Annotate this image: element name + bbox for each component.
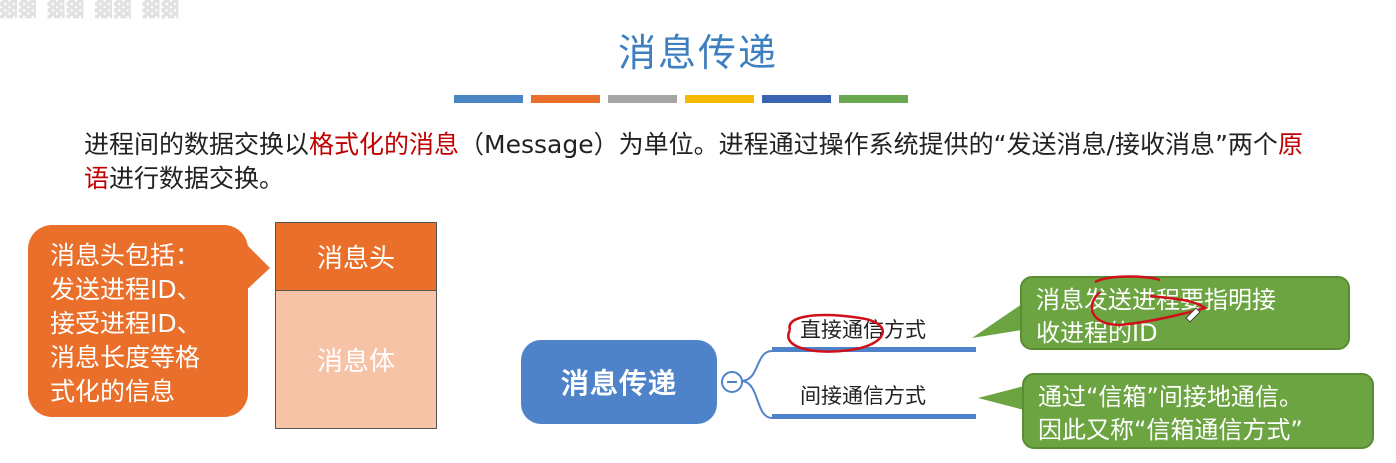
header-callout-line: 消息长度等格: [50, 343, 201, 372]
watermark: ▓▓ ▓▓ ▓▓ ▓▓: [0, 0, 181, 19]
branch-indirect-communication[interactable]: 间接通信方式: [800, 384, 926, 408]
header-info-callout: 消息头包括： 发送进程ID、 接受进程ID、 消息长度等格 式化的信息: [28, 225, 248, 417]
direct-callout-line: 消息发送进程要指明接: [1036, 286, 1276, 314]
slide-title: 消息传递: [617, 31, 778, 75]
branch-direct-underline: [772, 347, 976, 352]
para-highlight-formatted-message: 格式化的消息: [309, 130, 460, 159]
direct-communication-callout: 消息发送进程要指明接 收进程的ID: [1020, 276, 1350, 350]
accent-bar-yellow: [685, 95, 754, 103]
para-text-1: 进程间的数据交换以: [84, 130, 310, 159]
message-body-block: 消息体: [276, 291, 436, 428]
direct-callout-pointer: [972, 304, 1022, 338]
accent-bar-blue: [454, 95, 523, 103]
indirect-callout-line: 因此又称“信箱通信方式”: [1038, 416, 1303, 444]
header-callout-line: 接受进程ID、: [50, 309, 202, 338]
message-header-block: 消息头: [276, 223, 436, 291]
accent-bar-green: [839, 95, 908, 103]
para-text-3: 进行数据交换。: [109, 164, 285, 193]
indirect-callout-line: 通过“信箱”间接地通信。: [1038, 383, 1303, 411]
branch-indirect-underline: [772, 414, 976, 419]
accent-bar-darkblue: [762, 95, 831, 103]
indirect-callout-pointer: [978, 386, 1024, 410]
mindmap-central-topic[interactable]: 消息传递: [521, 340, 717, 424]
indirect-communication-callout: 通过“信箱”间接地通信。 因此又称“信箱通信方式”: [1022, 373, 1374, 449]
para-highlight-primitive: 原语: [84, 130, 1303, 193]
intro-paragraph: 进程间的数据交换以格式化的消息（Message）为单位。进程通过操作系统提供的“…: [84, 128, 1324, 196]
para-text-2: （Message）为单位。进程通过操作系统提供的“发送消息/接收消息”两个: [459, 130, 1278, 159]
direct-callout-line: 收进程的ID: [1036, 319, 1158, 347]
accent-bar-orange: [531, 95, 600, 103]
header-callout-line: 式化的信息: [50, 377, 176, 406]
branch-direct-communication[interactable]: 直接通信方式: [800, 318, 926, 342]
collapse-toggle-icon[interactable]: [721, 371, 743, 393]
message-structure-box: 消息头 消息体: [275, 222, 437, 429]
header-callout-pointer: [240, 238, 270, 296]
accent-bar-gray: [608, 95, 677, 103]
header-callout-line: 发送进程ID、: [50, 275, 202, 304]
header-callout-line: 消息头包括：: [50, 241, 201, 270]
accent-bars: [454, 95, 908, 103]
